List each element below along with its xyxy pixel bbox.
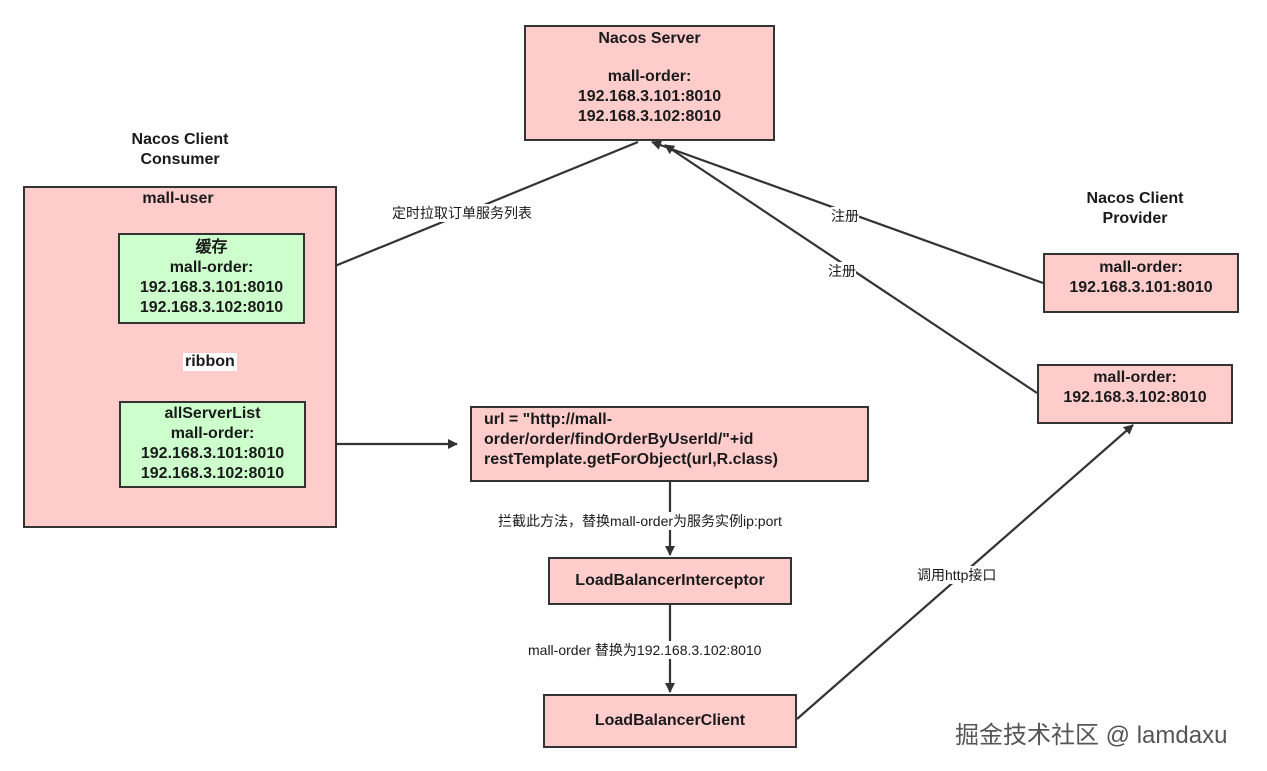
ribbon-label: ribbon xyxy=(183,353,237,371)
provider-instance-2-box: mall-order: 192.168.3.102:8010 xyxy=(1037,364,1233,424)
nacos-server-line: 192.168.3.101:8010 xyxy=(577,88,722,105)
load-balancer-interceptor-box: LoadBalancerInterceptor xyxy=(548,557,792,605)
cache-box: 缓存 mall-order: 192.168.3.101:8010 192.16… xyxy=(118,233,305,324)
nacos-server-box: Nacos Server mall-order: 192.168.3.101:8… xyxy=(524,25,775,141)
register1-label: 注册 xyxy=(831,207,859,225)
http-label: 调用http接口 xyxy=(917,566,997,584)
intercept-label: 拦截此方法，替换mall-order为服务实例ip:port xyxy=(498,512,782,530)
replace-label: mall-order 替换为192.168.3.102:8010 xyxy=(528,641,762,659)
nacos-server-line: 192.168.3.102:8010 xyxy=(577,108,722,125)
consumer-caption: Nacos Client Consumer xyxy=(131,131,229,168)
nacos-server-line: mall-order: xyxy=(607,68,692,85)
mall-user-title: mall-user xyxy=(142,190,214,207)
provider-caption: Nacos Client Provider xyxy=(1086,190,1184,227)
load-balancer-client-box: LoadBalancerClient xyxy=(543,694,797,748)
rest-call-box: url = "http://mall- order/order/findOrde… xyxy=(470,406,869,482)
register2-label: 注册 xyxy=(828,262,856,280)
server-list-box: allServerList mall-order: 192.168.3.101:… xyxy=(119,401,306,488)
provider-instance-1-box: mall-order: 192.168.3.101:8010 xyxy=(1043,253,1239,313)
watermark: 掘金技术社区 @ lamdaxu xyxy=(955,722,1228,749)
pull-label: 定时拉取订单服务列表 xyxy=(392,204,532,222)
nacos-server-title: Nacos Server xyxy=(598,30,701,47)
